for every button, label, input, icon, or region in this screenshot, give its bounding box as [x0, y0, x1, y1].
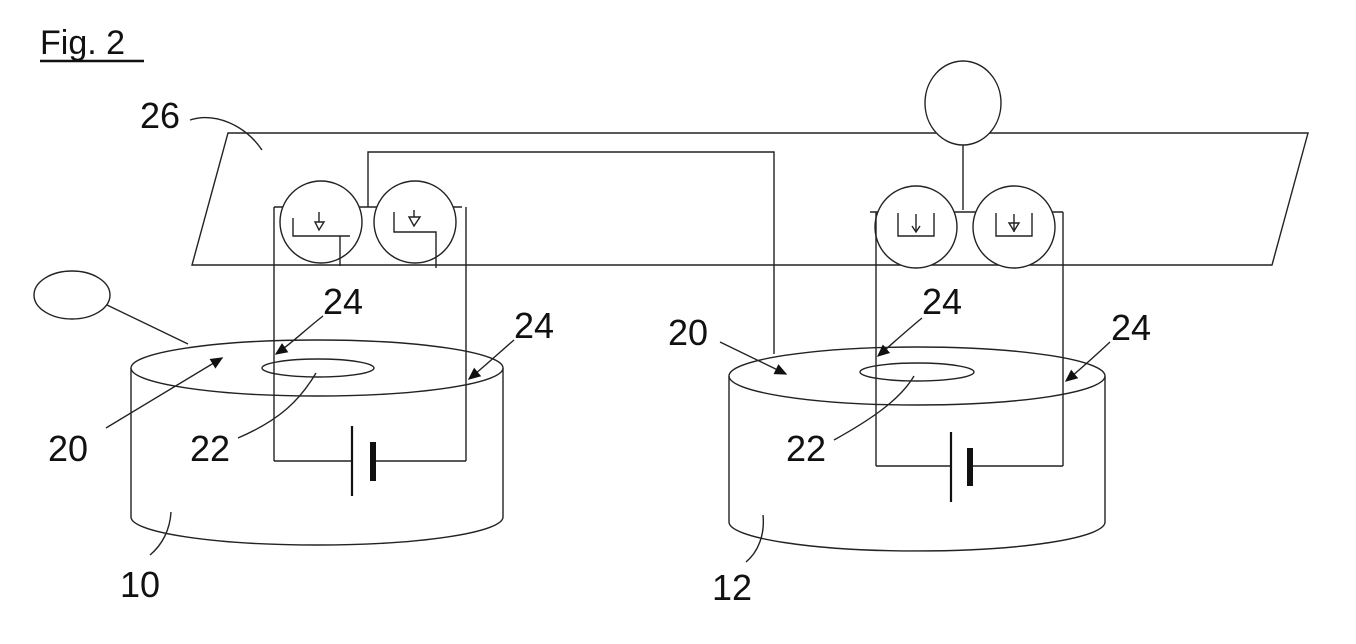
label-right-22: 22: [786, 428, 826, 469]
label-right-20: 20: [668, 312, 708, 353]
left-indicator-leader: [107, 305, 188, 344]
platform-26: [192, 133, 1308, 265]
left-center-electrode: [262, 359, 374, 377]
label-26: 26: [140, 95, 180, 136]
right-center-electrode: [860, 363, 974, 381]
left-detector-b-icon: [374, 181, 456, 263]
label-left-22: 22: [190, 428, 230, 469]
label-right-24-outer: 24: [1111, 307, 1151, 348]
label-left-24-outer: 24: [514, 305, 554, 346]
right-indicator-circle: [925, 61, 1001, 145]
label-left-20: 20: [48, 428, 88, 469]
label-10: 10: [120, 564, 160, 605]
label-left-24-inner: 24: [323, 281, 363, 322]
label-right-24-inner: 24: [922, 281, 962, 322]
figure-title: Fig. 2: [40, 24, 125, 62]
label-12: 12: [712, 567, 752, 608]
left-indicator-oval: [34, 271, 110, 319]
left-cylinder-10: [131, 340, 503, 545]
